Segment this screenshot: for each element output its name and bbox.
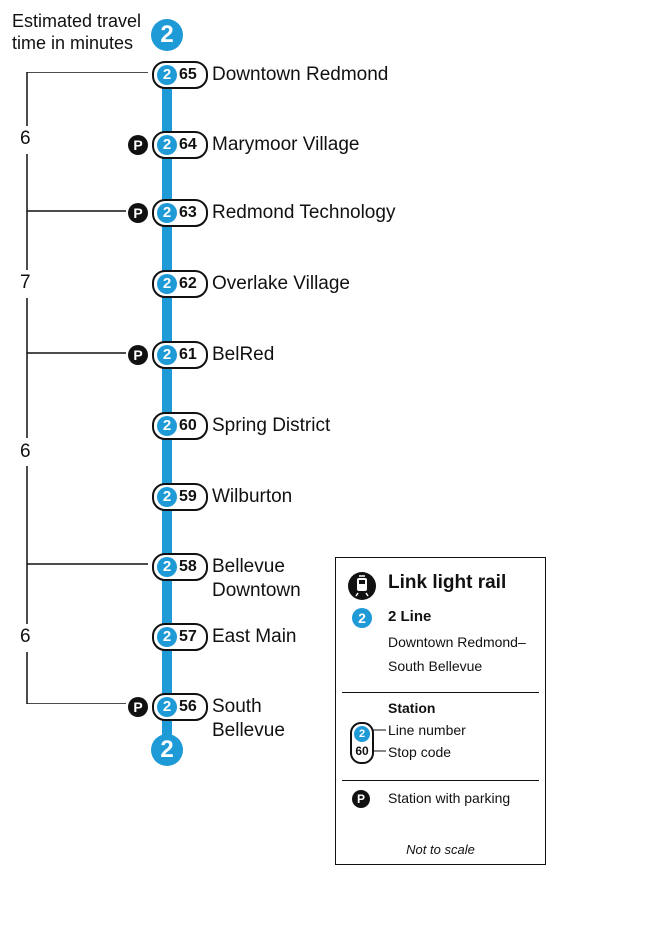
stop-code: 61: [179, 346, 197, 363]
legend-station-pill-sample: 2 60: [350, 722, 374, 764]
station-name-line-1: Wilburton: [212, 486, 293, 507]
legend-scale-note: Not to scale: [406, 842, 475, 857]
line-number-dot: 2: [157, 135, 177, 155]
station-name-line-1: BelRed: [212, 344, 275, 365]
station-stop-code-pill: 2 62: [152, 270, 208, 298]
station-name: Wilburton: [212, 485, 292, 509]
station-stop-code-pill: 2 58: [152, 553, 208, 581]
station-downtown-redmond[interactable]: 2 65 Downtown Redmond: [0, 61, 650, 91]
station-redmond-technology[interactable]: P 2 63 Redmond Technology: [0, 199, 650, 229]
parking-icon: P: [128, 135, 148, 155]
legend-divider: [342, 692, 539, 693]
station-name: Marymoor Village: [212, 133, 359, 157]
station-stop-code-pill: 2 61: [152, 341, 208, 369]
parking-icon: P: [128, 345, 148, 365]
legend-divider: [342, 780, 539, 781]
travel-time-segment-3: 6: [20, 441, 31, 462]
station-name-line-1: Overlake Village: [212, 273, 351, 294]
legend-station-title: Station: [388, 700, 436, 716]
travel-time-bracket: [26, 72, 148, 704]
line-number-dot: 2: [157, 416, 177, 436]
station-overlake-village[interactable]: 2 62 Overlake Village: [0, 270, 650, 300]
light-rail-train-icon: [348, 572, 376, 600]
legend-title: Link light rail: [388, 572, 507, 593]
line-2-bottom-badge: 2: [151, 734, 183, 766]
station-name-line-1: Downtown Redmond: [212, 64, 389, 85]
station-name-line-1: East Main: [212, 626, 297, 647]
station-name-line-1: South: [212, 696, 262, 717]
legend-stop-code-label: Stop code: [388, 744, 452, 760]
line-number-dot: 2: [157, 697, 177, 717]
legend-parking-icon: P: [352, 790, 370, 808]
station-name-line-1: Redmond Technology: [212, 202, 396, 223]
parking-icon: P: [128, 697, 148, 717]
station-wilburton[interactable]: 2 59 Wilburton: [0, 483, 650, 513]
station-stop-code-pill: 2 57: [152, 623, 208, 651]
station-spring-district[interactable]: 2 60 Spring District: [0, 412, 650, 442]
stop-code: 56: [179, 698, 197, 715]
station-name-line-2: Bellevue: [212, 720, 285, 741]
stop-code: 63: [179, 204, 197, 221]
stop-code: 59: [179, 488, 197, 505]
station-name: East Main: [212, 625, 296, 649]
station-name: Spring District: [212, 414, 330, 438]
station-name-line-1: Bellevue: [212, 556, 285, 577]
station-name-line-1: Marymoor Village: [212, 134, 360, 155]
station-stop-code-pill: 2 64: [152, 131, 208, 159]
stop-code: 65: [179, 66, 197, 83]
legend-route-line-2: South Bellevue: [388, 658, 483, 674]
station-bellevue-downtown[interactable]: 2 58 Bellevue Downtown: [0, 553, 650, 605]
legend-parking-label: Station with parking: [388, 790, 511, 806]
station-name: Bellevue Downtown: [212, 555, 301, 603]
legend-route-line-1: Downtown Redmond–: [388, 634, 526, 650]
station-stop-code-pill: 2 59: [152, 483, 208, 511]
line-2-track: [162, 72, 172, 744]
station-name: Overlake Village: [212, 272, 350, 296]
stop-code: 58: [179, 558, 197, 575]
station-marymoor-village[interactable]: P 2 64 Marymoor Village: [0, 131, 650, 161]
legend-line-name: 2 Line: [388, 608, 432, 625]
travel-time-header: Estimated travel time in minutes: [12, 10, 141, 54]
legend-route: Downtown Redmond– South Bellevue: [388, 630, 538, 678]
station-stop-code-pill: 2 60: [152, 412, 208, 440]
station-belred[interactable]: P 2 61 BelRed: [0, 341, 650, 371]
line-number-dot: 2: [157, 203, 177, 223]
station-east-main[interactable]: 2 57 East Main: [0, 623, 650, 653]
legend-sample-line-dot: 2: [354, 726, 370, 742]
line-number-dot: 2: [157, 627, 177, 647]
line-number-dot: 2: [157, 274, 177, 294]
travel-time-segment-4: 6: [20, 626, 31, 647]
station-name-line-2: Downtown: [212, 580, 301, 601]
legend-sample-stop-code: 60: [355, 744, 369, 758]
station-name: BelRed: [212, 343, 274, 367]
header-line-2: time in minutes: [12, 33, 134, 53]
station-name: Downtown Redmond: [212, 63, 388, 87]
stop-code: 57: [179, 628, 197, 645]
legend-line-number-label: Line number: [388, 722, 466, 738]
station-stop-code-pill: 2 56: [152, 693, 208, 721]
map-legend: Link light rail 2 2 Line Downtown Redmon…: [335, 557, 546, 865]
line-2-top-badge: 2: [151, 19, 183, 51]
travel-time-segment-2: 7: [20, 272, 31, 293]
stop-code: 62: [179, 275, 197, 292]
travel-time-segment-1: 6: [20, 128, 31, 149]
header-line-1: Estimated travel: [12, 11, 142, 31]
line-number-dot: 2: [157, 487, 177, 507]
line-number-dot: 2: [157, 557, 177, 577]
line-number-dot: 2: [157, 65, 177, 85]
station-name: Redmond Technology: [212, 201, 395, 225]
parking-icon: P: [128, 203, 148, 223]
station-name: South Bellevue: [212, 695, 285, 743]
stop-code: 64: [179, 136, 197, 153]
station-stop-code-pill: 2 65: [152, 61, 208, 89]
stop-code: 60: [179, 417, 197, 434]
station-south-bellevue[interactable]: P 2 56 South Bellevue: [0, 693, 650, 745]
station-name-line-1: Spring District: [212, 415, 331, 436]
station-stop-code-pill: 2 63: [152, 199, 208, 227]
legend-line-dot: 2: [352, 608, 372, 628]
line-number-dot: 2: [157, 345, 177, 365]
